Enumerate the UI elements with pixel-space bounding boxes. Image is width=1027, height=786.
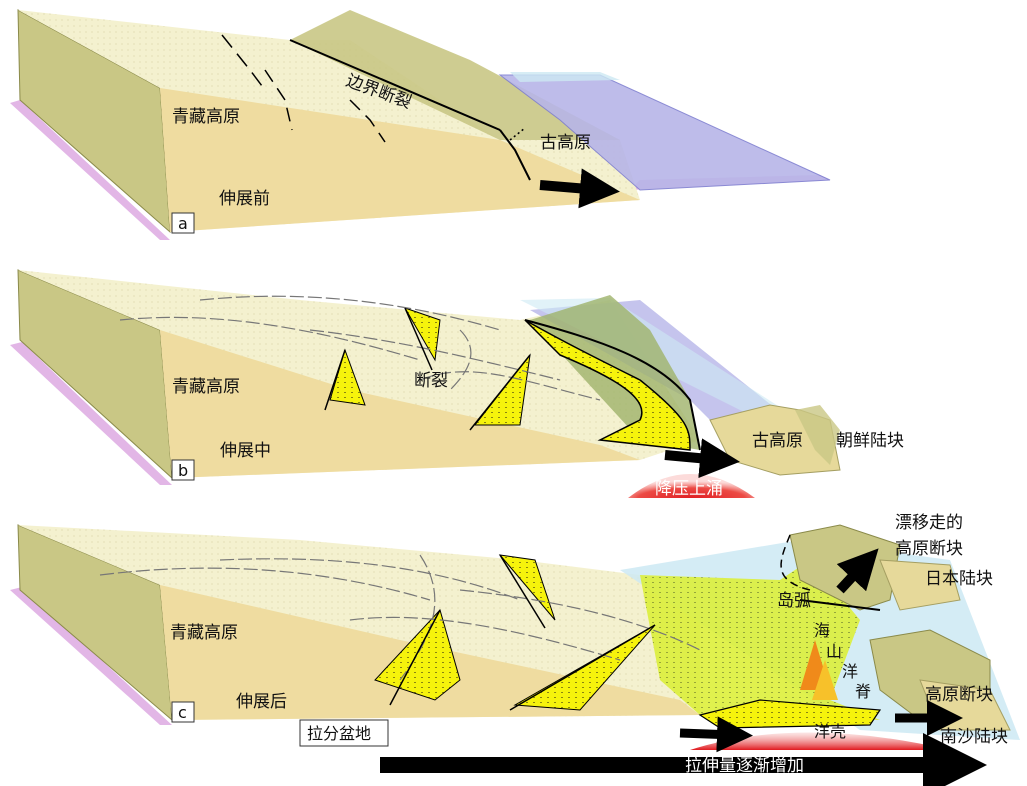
front-face-b bbox=[160, 330, 640, 478]
ridge-label-c2: 脊 bbox=[855, 682, 871, 701]
dashed-fault-a3 bbox=[349, 99, 386, 143]
drifting-label-line1: 漂移走的 bbox=[895, 513, 963, 533]
fault-traces-b bbox=[119, 295, 601, 401]
seamount-label-c2: 山 bbox=[826, 642, 842, 661]
boundary-fault-a bbox=[289, 39, 501, 131]
stage-label-b: 伸展中 bbox=[220, 441, 271, 461]
panel-letter-b: b bbox=[178, 461, 188, 480]
japan-block-c bbox=[879, 559, 961, 611]
spreading-line-c bbox=[799, 599, 881, 611]
fault-line-c3 bbox=[509, 624, 656, 711]
ocean-crust-label-c: 洋壳 bbox=[814, 722, 846, 741]
panel-letter-box-b bbox=[171, 459, 195, 481]
old-plateau-ridge-a bbox=[290, 10, 620, 140]
motion-arrow-c1 bbox=[679, 716, 753, 753]
plateau-label-c: 青藏高原 bbox=[170, 623, 238, 643]
fault-line-c1 bbox=[389, 609, 441, 706]
panel-c: 拉伸量逐渐增加 青藏高原 伸展后 拉分盆地 漂移走的 高原断块 日本陆块 岛弧 … bbox=[10, 513, 1020, 786]
ridge-label-c1: 洋 bbox=[842, 662, 858, 681]
fault-line-b3 bbox=[469, 354, 531, 431]
motion-arrow-a bbox=[539, 168, 620, 209]
fault-dotted-a bbox=[509, 127, 526, 141]
upwelling-b bbox=[628, 474, 755, 498]
seamount-c2 bbox=[812, 660, 838, 700]
wedge-b1 bbox=[329, 348, 366, 406]
panel-letter-box-c bbox=[171, 701, 195, 723]
basin-label-box bbox=[299, 719, 389, 747]
boundary-fault-a2 bbox=[499, 129, 531, 181]
fault-line-b2 bbox=[324, 349, 346, 411]
sea-light-a bbox=[510, 72, 620, 82]
drifting-label-line2: 高原断块 bbox=[895, 539, 963, 559]
plateau-label-a: 青藏高原 bbox=[172, 107, 240, 127]
wedge-b2 bbox=[403, 307, 441, 362]
island-arc-label-c: 岛弧 bbox=[777, 591, 811, 611]
fault-line-c2 bbox=[499, 554, 546, 629]
boundary-fault-b bbox=[524, 319, 701, 451]
base-slab-c bbox=[10, 587, 172, 725]
stage-label-c: 伸展后 bbox=[236, 692, 287, 712]
motion-arrow-c3 bbox=[836, 548, 879, 594]
panel-letter-c: c bbox=[178, 703, 187, 722]
motion-arrow-b bbox=[664, 438, 740, 479]
fault-label-b: 断裂 bbox=[414, 371, 448, 391]
front-face-a bbox=[160, 88, 640, 232]
japan-label-c: 日本陆块 bbox=[925, 569, 993, 589]
panel-b: 降压上涌 青藏高原 伸展中 断裂 古高原 朝鲜陆块 b bbox=[10, 269, 904, 499]
korea-block-b bbox=[795, 405, 840, 465]
upwelling-c bbox=[690, 732, 950, 750]
base-slab-b bbox=[10, 342, 172, 485]
panel-letter-box-a bbox=[171, 212, 195, 234]
panel-a: 青藏高原 伸展前 边界断裂 古高原 a bbox=[10, 9, 831, 240]
wedge-c1 bbox=[374, 609, 461, 701]
wedge-c2 bbox=[498, 554, 556, 621]
base-slab-a bbox=[10, 100, 170, 240]
plateau-label-b: 青藏高原 bbox=[172, 377, 240, 397]
fault-line-b1 bbox=[404, 307, 433, 371]
extension-arrow-label: 拉伸量逐渐增加 bbox=[685, 756, 804, 776]
korea-label-b: 朝鲜陆块 bbox=[836, 431, 904, 451]
old-plateau-label-b: 古高原 bbox=[752, 431, 803, 451]
green-graben-b bbox=[524, 319, 691, 451]
old-plateau-label-a: 古高原 bbox=[540, 133, 591, 153]
plateau-block-label-c: 高原断块 bbox=[925, 685, 993, 705]
stage-label-a: 伸展前 bbox=[219, 189, 270, 209]
basin-label-c: 拉分盆地 bbox=[307, 724, 371, 743]
seamount-label-c1: 海 bbox=[814, 621, 830, 640]
panel-letter-a: a bbox=[178, 214, 188, 233]
nansha-label-c: 南沙陆块 bbox=[940, 727, 1008, 747]
dashed-fault-a1 bbox=[221, 34, 266, 91]
upwelling-label-b: 降压上涌 bbox=[655, 479, 723, 499]
dashed-fault-a2 bbox=[264, 69, 293, 131]
arc-boundary-c bbox=[780, 534, 811, 591]
